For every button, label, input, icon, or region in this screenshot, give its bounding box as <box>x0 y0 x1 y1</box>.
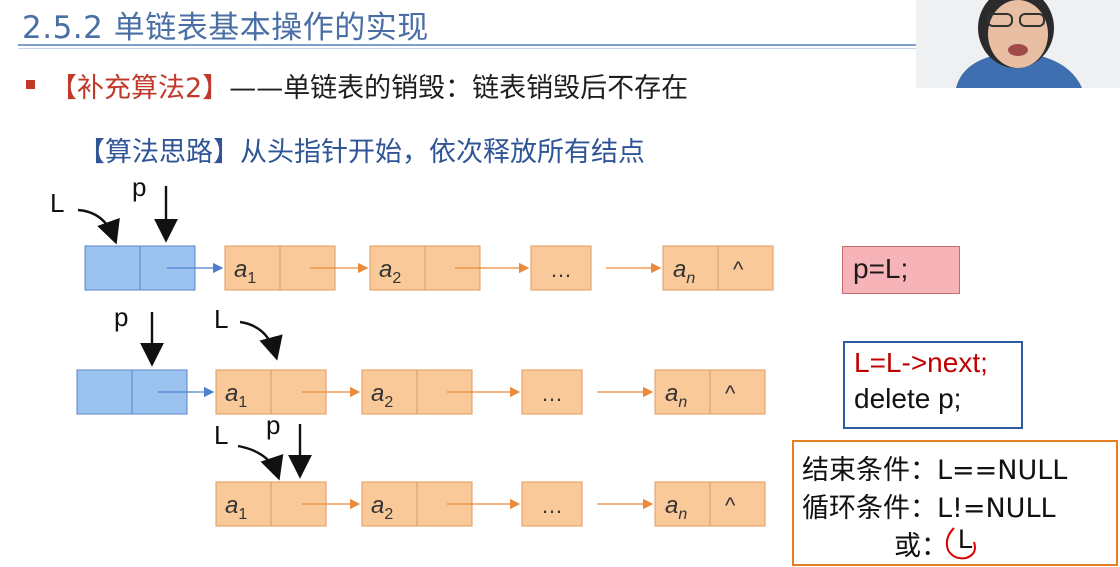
row-3: a1 a2 … an ^ L p <box>214 410 766 527</box>
node-a2-data <box>361 481 418 527</box>
code-advance-line: L=L->next; <box>854 347 988 378</box>
supplement-tag: 【补充算法2】 <box>50 73 230 104</box>
pointer-L-arrow <box>77 208 120 245</box>
pointer-L-label: L <box>214 420 228 450</box>
node-an-next <box>709 481 766 527</box>
head-node-data <box>84 245 141 291</box>
conditions-box: 结束条件：L==NULL 循环条件：L!=NULL 或： L <box>792 440 1118 566</box>
row-1: a1 a2 … an ^ L p <box>50 172 774 291</box>
code-delete-line: delete p; <box>854 383 962 414</box>
bullet-line: 【补充算法2】——单链表的销毁：链表销毁后不存在 <box>50 66 688 105</box>
null-symbol: ^ <box>725 493 736 518</box>
linked-list-diagram: a1 a2 … an ^ L p a1 a2 … an ^ p L <box>50 172 774 527</box>
code-box-assign: p=L; <box>842 246 960 294</box>
title-divider <box>18 44 916 46</box>
node-a2-data <box>361 369 418 415</box>
node-a2-label: a2 <box>371 492 393 523</box>
node-a1-label: a1 <box>234 256 256 287</box>
node-a1-data <box>215 481 272 527</box>
title-divider-thin <box>18 48 916 49</box>
or-prefix: 或： <box>894 531 948 562</box>
null-symbol: ^ <box>725 381 736 406</box>
pointer-p-label: p <box>114 302 128 332</box>
bullet-marker <box>26 80 35 89</box>
node-a1-data <box>215 369 272 415</box>
pointer-L-arrow <box>237 444 284 481</box>
algorithm-idea: 【算法思路】从头指针开始，依次释放所有结点 <box>78 137 645 168</box>
node-a2-label: a2 <box>379 256 401 287</box>
pointer-p-label: p <box>132 172 146 202</box>
code-assign-text: p=L; <box>853 253 909 284</box>
node-a1-label: a1 <box>225 380 247 411</box>
node-an-label: an <box>665 380 687 411</box>
node-an-label: an <box>665 492 687 523</box>
node-an-next <box>709 369 766 415</box>
bullet-text: ——单链表的销毁：链表销毁后不存在 <box>229 73 689 104</box>
node-a1-data <box>224 245 281 291</box>
presenter-figure-icon <box>916 0 1120 88</box>
node-a2-label: a2 <box>371 380 393 411</box>
row-2: a1 a2 … an ^ p L <box>76 302 766 415</box>
code-box-advance: L=L->next; delete p; <box>843 341 1023 429</box>
node-an-label: an <box>673 256 695 287</box>
ellipsis-label: … <box>541 493 563 518</box>
page-title: 2.5.2 单链表基本操作的实现 <box>22 10 429 46</box>
pointer-L-label: L <box>50 188 64 218</box>
presenter-video <box>916 0 1120 88</box>
ellipsis-label: … <box>550 257 572 282</box>
node-an-data <box>662 245 719 291</box>
pointer-L-label: L <box>214 304 228 334</box>
node-an-data <box>654 481 711 527</box>
ellipsis-node <box>521 481 583 527</box>
head-node-data <box>76 369 133 415</box>
or-value: L <box>958 524 974 554</box>
ellipsis-node <box>521 369 583 415</box>
node-a1-label: a1 <box>225 492 247 523</box>
ellipsis-node <box>530 245 592 291</box>
ellipsis-label: … <box>541 381 563 406</box>
end-condition: 结束条件：L==NULL <box>802 455 1068 486</box>
node-an-next <box>717 245 774 291</box>
pointer-p-label: p <box>266 410 280 440</box>
null-symbol: ^ <box>733 257 744 282</box>
node-an-data <box>654 369 711 415</box>
loop-condition: 循环条件：L!=NULL <box>802 493 1056 524</box>
red-circle-annotation-icon <box>945 527 976 560</box>
pointer-L-arrow <box>239 320 283 361</box>
